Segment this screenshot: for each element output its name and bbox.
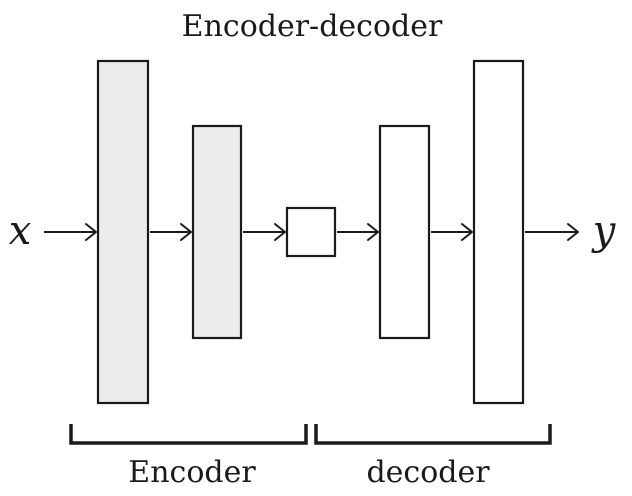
arrow-input [44, 223, 97, 241]
decoder-bracket [314, 424, 552, 445]
arrow-enc1-enc2 [150, 223, 192, 241]
arrow-output [525, 223, 579, 241]
diagram-title: Encoder-decoder [182, 9, 443, 44]
encoder-bracket [69, 424, 308, 445]
arrow-latent-dec1 [337, 223, 379, 241]
input-label: x [9, 208, 32, 254]
decoder-label: decoder [366, 455, 490, 490]
output-label: y [591, 208, 617, 254]
arrow-dec1-dec2 [431, 223, 473, 241]
encoder-label: Encoder [128, 455, 256, 490]
decoder-layer-2 [472, 59, 525, 405]
encoder-layer-1 [96, 59, 150, 405]
decoder-layer-1 [378, 124, 431, 340]
encoder-layer-2 [191, 124, 243, 340]
arrow-enc2-latent [243, 223, 286, 241]
latent-code [285, 206, 337, 258]
